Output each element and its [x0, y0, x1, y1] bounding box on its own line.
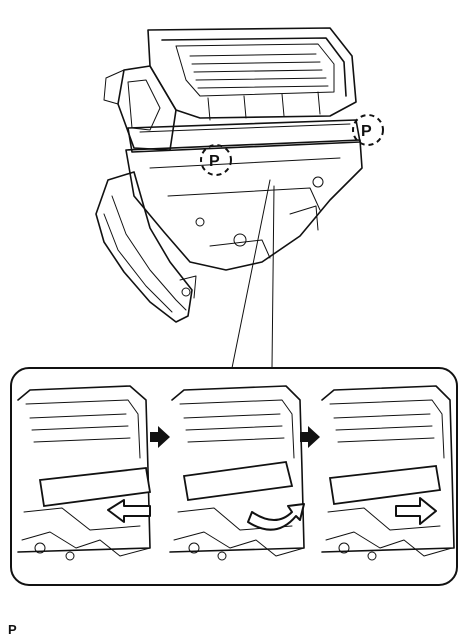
right-claw-callout: [352, 114, 384, 146]
push-left-arrow: [107, 499, 151, 523]
pull-right-arrow: [395, 497, 437, 525]
left-claw-callout: [200, 144, 232, 176]
rotate-arrow: [247, 503, 305, 531]
filter-plate: [38, 467, 152, 508]
step-1-panel: [17, 385, 152, 561]
step-2-panel: [169, 385, 305, 561]
figure-code: P: [8, 622, 17, 637]
filter-plate: [328, 465, 442, 506]
left-claw-label: P: [209, 153, 220, 170]
step-3-panel: [321, 385, 455, 561]
air-conditioner-unit-illustration: [95, 27, 384, 369]
filter-plate: [182, 460, 294, 502]
step-arrow-2: [300, 426, 320, 448]
detail-frame: [10, 367, 458, 586]
step-arrow-1: [150, 426, 170, 448]
right-claw-label: P: [361, 123, 372, 140]
